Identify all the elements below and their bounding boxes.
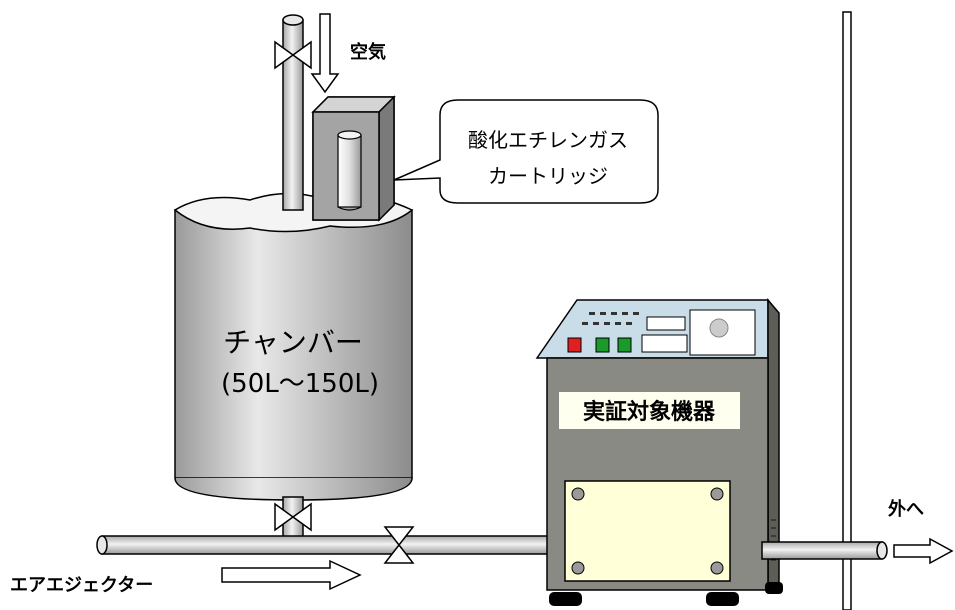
green-button [617, 337, 632, 353]
wall [842, 11, 852, 610]
arrow-down-icon [310, 13, 340, 94]
air-inlet-pipe [282, 14, 304, 211]
valve-icon [383, 526, 415, 564]
chamber-capacity-label: (50L～150L) [221, 369, 379, 399]
chamber-name-label: チャンバー [223, 326, 363, 359]
red-button [567, 337, 582, 353]
arrow-right-icon [893, 537, 954, 565]
cartridge-box [311, 95, 396, 222]
device-label: 実証対象機器 [583, 399, 716, 425]
arrow-right-icon [221, 559, 362, 591]
green-button [595, 337, 610, 353]
exhaust-pipe [761, 541, 888, 560]
device-unit [535, 297, 783, 606]
main-horizontal-pipe [96, 535, 549, 555]
air-label: 空気 [350, 41, 386, 63]
cartridge-label-line2: カートリッジ [488, 164, 608, 188]
outside-label: 外へ [888, 498, 924, 520]
air-ejector-label: エアエジェクター [10, 575, 153, 596]
chamber-cylinder [173, 192, 414, 501]
cartridge-callout [393, 99, 659, 204]
valve-icon [274, 40, 312, 70]
cartridge-label-line1: 酸化エチレンガス [468, 128, 628, 152]
valve-icon [274, 502, 312, 532]
